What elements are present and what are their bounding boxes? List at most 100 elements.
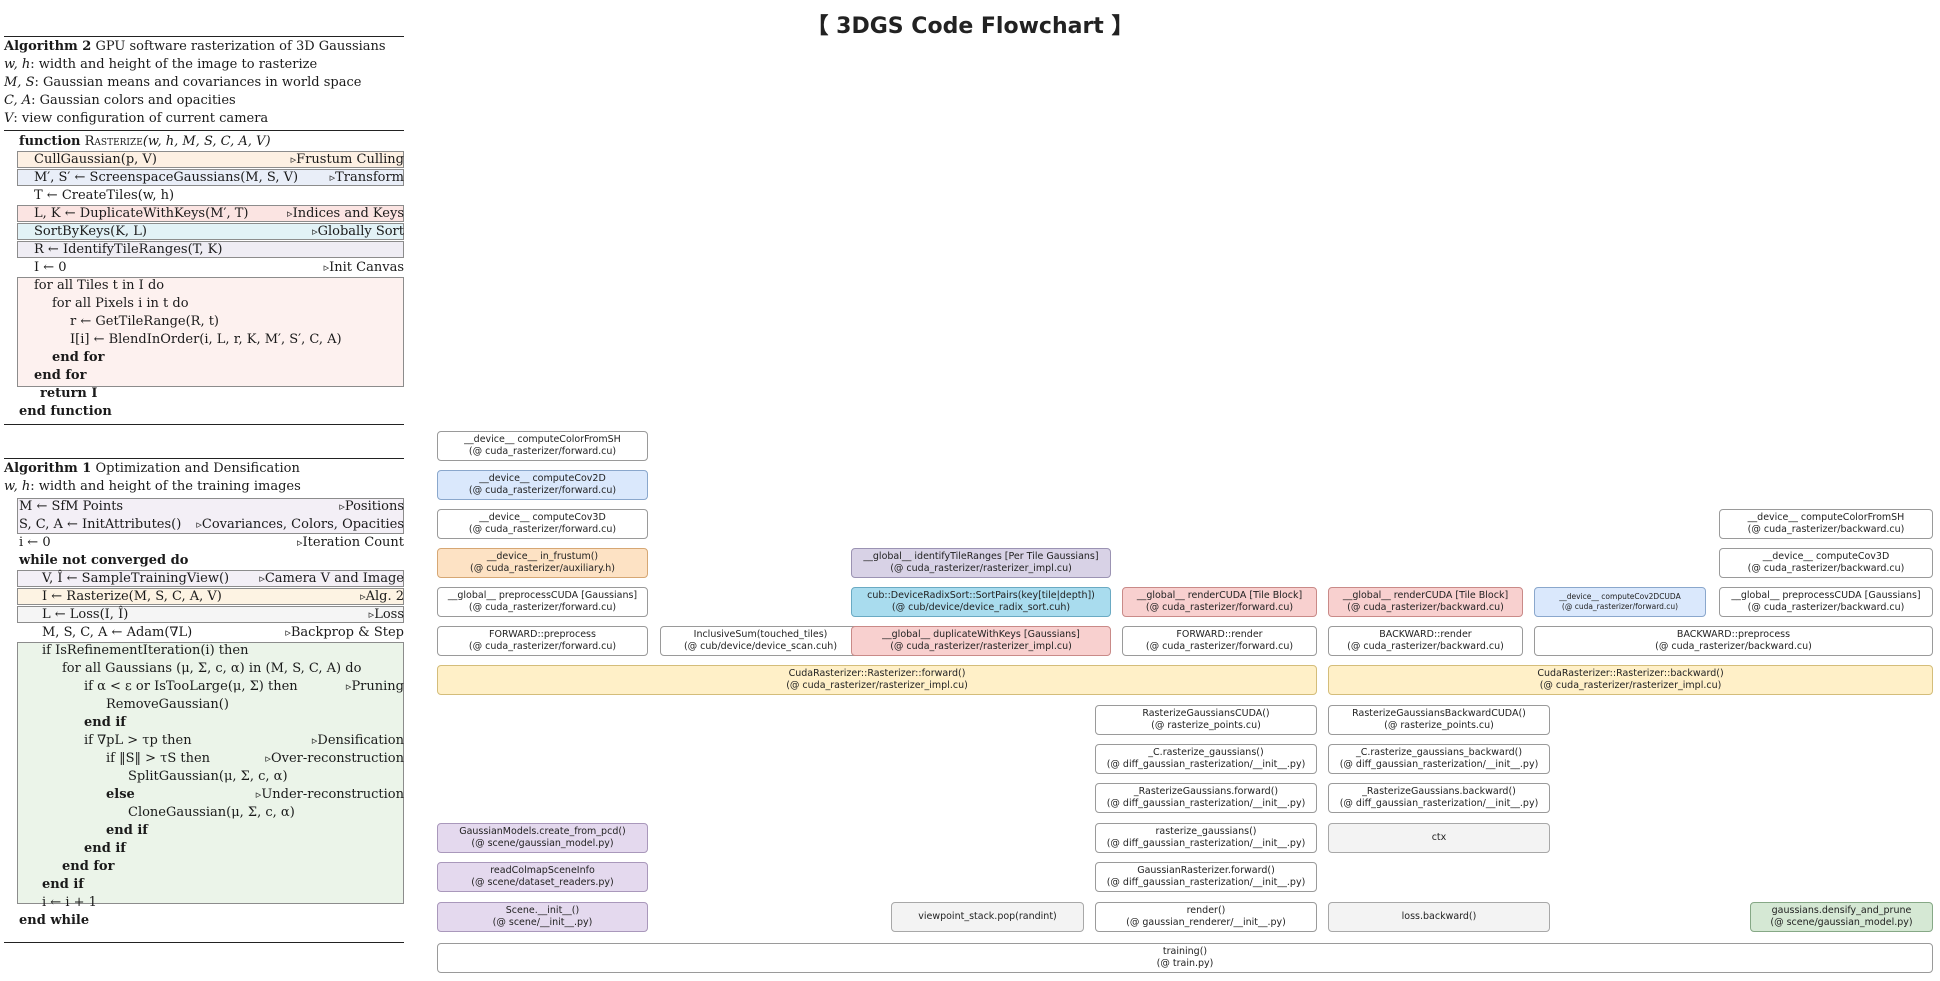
node-label: _RasterizeGaussians.backward() xyxy=(1362,786,1516,797)
node-source-file: (@ diff_gaussian_rasterization/__init__.… xyxy=(1106,759,1306,770)
node-source-file: (@ cuda_rasterizer/backward.cu) xyxy=(1747,524,1905,535)
line-comment: Globally Sort xyxy=(312,223,404,241)
line-text: I ← 0 xyxy=(34,260,67,275)
line-text: SplitGaussian(μ, Σ, c, α) xyxy=(128,769,288,784)
node-forward-preprocess: FORWARD::preprocess(@ cuda_rasterizer/fo… xyxy=(437,626,648,656)
node-rasterizegaussians-backward: _RasterizeGaussians.backward()(@ diff_ga… xyxy=(1328,783,1550,813)
node-label: _C.rasterize_gaussians() xyxy=(1148,747,1264,758)
node-rasterizegaussiansbackwardcuda: RasterizeGaussiansBackwardCUDA()(@ raste… xyxy=(1328,705,1550,735)
line-text: L, K ← DuplicateWithKeys(M′, T) xyxy=(34,206,249,221)
algorithm-line: return I xyxy=(4,385,404,403)
algorithm-line: while not converged do xyxy=(4,552,404,570)
line-text: T ← CreateTiles(w, h) xyxy=(34,188,175,203)
node-source-file: (@ cuda_rasterizer/backward.cu) xyxy=(1747,563,1905,574)
line-text: S, C, A ← InitAttributes() xyxy=(19,517,182,532)
node-fwd-rendercuda: __global__ renderCUDA [Tile Block](@ cud… xyxy=(1122,587,1317,617)
algorithm-line: L ← Loss(I, Î) Loss xyxy=(4,606,404,624)
line-text: end if xyxy=(42,877,84,892)
param-line: V: view configuration of current camera xyxy=(4,111,269,126)
algorithm-line: end while xyxy=(4,912,404,930)
line-text: end while xyxy=(19,913,90,928)
node-sortpairs: cub::DeviceRadixSort::SortPairs(key[tile… xyxy=(851,587,1111,617)
node-source-file: (@ cuda_rasterizer/rasterizer_impl.cu) xyxy=(890,641,1072,652)
line-text: if IsRefinementIteration(i) then xyxy=(42,643,249,658)
node-label: __device__ in_frustum() xyxy=(486,551,599,562)
node-label: readColmapSceneInfo xyxy=(490,865,595,876)
line-text: for all Pixels i in t do xyxy=(52,296,189,311)
algorithm-line: I[i] ← BlendInOrder(i, L, r, K, M′, S′, … xyxy=(4,331,404,349)
node-create-from-pcd: GaussianModels.create_from_pcd()(@ scene… xyxy=(437,823,648,853)
algorithm-line: for all Gaussians (μ, Σ, c, α) in (M, S,… xyxy=(4,660,404,678)
line-text: r ← GetTileRange(R, t) xyxy=(70,314,219,329)
algorithm-line: i ← 0 Iteration Count xyxy=(4,534,404,552)
node-label: GaussianModels.create_from_pcd() xyxy=(459,826,626,837)
node-backward-preprocess: BACKWARD::preprocess(@ cuda_rasterizer/b… xyxy=(1534,626,1933,656)
line-text: end for xyxy=(34,368,87,383)
node-backward-render: BACKWARD::render(@ cuda_rasterizer/backw… xyxy=(1328,626,1523,656)
line-comment: Iteration Count xyxy=(297,534,404,552)
line-text: L ← Loss(I, Î) xyxy=(42,607,129,622)
ranges-box xyxy=(17,241,404,258)
node-gaussianrasterizer-forward: GaussianRasterizer.forward()(@ diff_gaus… xyxy=(1095,862,1317,892)
node-source-file: (@ rasterize_points.cu) xyxy=(1384,720,1494,731)
node-bwd-computecov3d: __device__ computeCov3D(@ cuda_rasterize… xyxy=(1719,548,1933,578)
node-label: __global__ preprocessCUDA [Gaussians] xyxy=(447,590,638,601)
node-fwd-preprocesscuda: __global__ preprocessCUDA [Gaussians](@ … xyxy=(437,587,648,617)
param-line: w, h: width and height of the training i… xyxy=(4,479,301,494)
line-text: I[i] ← BlendInOrder(i, L, r, K, M′, S′, … xyxy=(70,332,342,347)
node-label: __device__ computeCov2DCUDA xyxy=(1559,592,1681,601)
algorithm-line: end for xyxy=(4,367,404,385)
line-text: CullGaussian(p, V) xyxy=(34,152,157,167)
algorithm-line: L, K ← DuplicateWithKeys(M′, T) Indices a… xyxy=(4,205,404,223)
algorithm-line: T ← CreateTiles(w, h) xyxy=(4,187,404,205)
line-text: i ← 0 xyxy=(19,535,51,550)
algorithm-2-heading: Algorithm 2 GPU software rasterization o… xyxy=(4,39,386,54)
node-fwd-computecov3d: __device__ computeCov3D(@ cuda_rasterize… xyxy=(437,509,648,539)
node-fwd-computecov2d: __device__ computeCov2D(@ cuda_rasterize… xyxy=(437,470,648,500)
node-bwd-rendercuda: __global__ renderCUDA [Tile Block](@ cud… xyxy=(1328,587,1523,617)
line-text: if ‖S‖ > τS then xyxy=(106,751,211,766)
node-label: render() xyxy=(1186,905,1226,916)
line-comment: Loss xyxy=(369,606,404,624)
node-label: FORWARD::preprocess xyxy=(489,629,596,640)
node-source-file: (@ rasterize_points.cu) xyxy=(1151,720,1261,731)
line-text: end if xyxy=(106,823,148,838)
node-label: __global__ preprocessCUDA [Gaussians] xyxy=(1731,590,1921,601)
node-scene-init: Scene.__init__()(@ scene/__init__.py) xyxy=(437,902,648,932)
algorithm-line: end for xyxy=(4,858,404,876)
node-loss-backward: loss.backward() xyxy=(1328,902,1550,932)
node-densify-and-prune: gaussians.densify_and_prune(@ scene/gaus… xyxy=(1750,902,1933,932)
line-text: end for xyxy=(62,859,115,874)
algorithm-line: I ← 0Init Canvas xyxy=(4,259,404,277)
node-label: __device__ computeColorFromSH xyxy=(464,434,621,445)
node-label: Scene.__init__() xyxy=(505,905,580,916)
node-source-file: (@ diff_gaussian_rasterization/__init__.… xyxy=(1339,798,1539,809)
node-source-file: (@ cuda_rasterizer/backward.cu) xyxy=(1747,602,1905,613)
line-comment: Alg. 2 xyxy=(360,588,404,606)
algorithm-line: CullGaussian(p, V) Frustum Culling xyxy=(4,151,404,169)
node-label: __device__ computeCov3D xyxy=(479,512,606,523)
param-line: w, h: width and height of the image to r… xyxy=(4,57,318,72)
line-comment: Frustum Culling xyxy=(291,151,404,169)
algorithm-line: end if xyxy=(4,714,404,732)
line-text: return I xyxy=(40,386,98,401)
algorithm-line: SplitGaussian(μ, Σ, c, α) xyxy=(4,768,404,786)
node-label: RasterizeGaussiansBackwardCUDA() xyxy=(1352,708,1526,719)
page-title: 【 3DGS Code Flowchart 】 xyxy=(806,14,1134,39)
node-label: CudaRasterizer::Rasterizer::forward() xyxy=(788,668,966,679)
node-source-file: (@ cuda_rasterizer/forward.cu) xyxy=(468,602,617,613)
node-label: __device__ computeColorFromSH xyxy=(1747,512,1905,523)
line-comment: Indices and Keys xyxy=(287,205,404,223)
node-source-file: (@ diff_gaussian_rasterization/__init__.… xyxy=(1106,838,1306,849)
algorithm-line: if α < ε or IsTooLarge(μ, Σ) thenPruning xyxy=(4,678,404,696)
node-label: ctx xyxy=(1431,832,1447,843)
algorithm-line: M ← SfM PointsPositions xyxy=(4,498,404,516)
line-text: M′, S′ ← ScreenspaceGaussians(M, S, V) xyxy=(34,170,299,185)
function-signature: function Rasterize(w, h, M, S, C, A, V) xyxy=(19,134,271,149)
algorithm-line: for all Tiles t in I do xyxy=(4,277,404,295)
line-comment: Covariances, Colors, Opacities xyxy=(196,516,404,534)
node-rasterize-gaussians: rasterize_gaussians()(@ diff_gaussian_ra… xyxy=(1095,823,1317,853)
node-source-file: (@ cuda_rasterizer/forward.cu) xyxy=(1561,602,1679,611)
node-rasterizegaussians-forward: _RasterizeGaussians.forward()(@ diff_gau… xyxy=(1095,783,1317,813)
node-rasterizer-forward: CudaRasterizer::Rasterizer::forward()(@ … xyxy=(437,665,1317,695)
